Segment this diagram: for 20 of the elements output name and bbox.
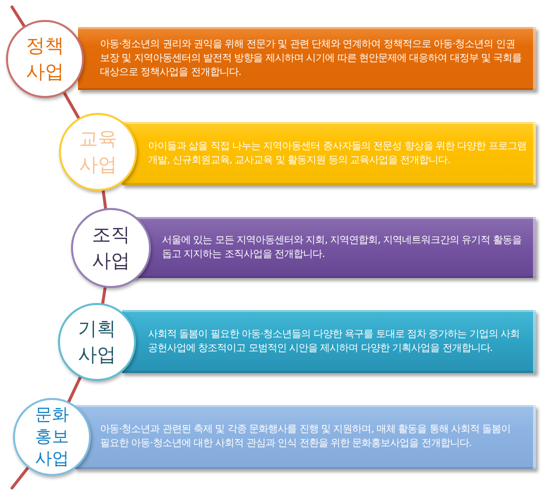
description-text: 아동·청소년의 권리와 권익을 위해 전문가 및 관련 단체와 연계하여 정책적으로 아동·청소년의 인권 보장 및 지역아동센터의 발전적 방향을 제시하며 시기에 따른 현안문제에 대응하여 대정부 및 국회를 대상으로 정책사업을 전개합니다. bbox=[100, 38, 523, 80]
description-text: 아이들과 삶을 직접 나누는 지역아동센터 종사자들의 전문성 향상을 위한 다양한 프로그램 개발, 신규회원교육, 교사교육 및 활동지원 등의 교육사업을 전개합니다. bbox=[148, 140, 528, 168]
title-circle bbox=[6, 20, 84, 98]
description-band bbox=[75, 405, 536, 469]
timeline-connector bbox=[102, 189, 108, 210]
description-text: 아동·청소년과 관련된 축제 및 각종 문화행사를 진행 및 지원하며, 매체 활동을 통해 사회적 돌봄이 필요한 아동·청소년에 대한 사회적 관심과 인식 전환을 위한 문화홍보사업을 전개합니다. bbox=[100, 423, 512, 451]
timeline-connector bbox=[67, 376, 82, 404]
title-text: 조직 사업 bbox=[91, 223, 131, 274]
title-text: 문화 홍보 사업 bbox=[34, 404, 70, 470]
description-band bbox=[122, 310, 536, 373]
description-band bbox=[122, 122, 536, 185]
title-text: 교육 사업 bbox=[78, 127, 118, 178]
description-band bbox=[78, 27, 536, 90]
title-text: 정책 사업 bbox=[25, 34, 65, 85]
description-text: 사회적 돌봄이 필요한 아동·청소년들의 다양한 욕구를 토대로 점차 증가하는 기업의 사회 공헌사업에 창조적이고 모범적인 시안을 제시하며 다양한 기획사업을 전개합니다. bbox=[148, 328, 520, 356]
description-text: 서울에 있는 모든 지역아동센터와 지회, 지역연합회, 지역네트워크간의 유기적 활동을 돕고 지지하는 조직사업을 전개합니다. bbox=[162, 234, 522, 262]
timeline-connector bbox=[62, 91, 80, 120]
timeline-connector bbox=[101, 286, 107, 305]
title-text: 기획 사업 bbox=[77, 317, 117, 368]
title-circle bbox=[59, 113, 137, 191]
